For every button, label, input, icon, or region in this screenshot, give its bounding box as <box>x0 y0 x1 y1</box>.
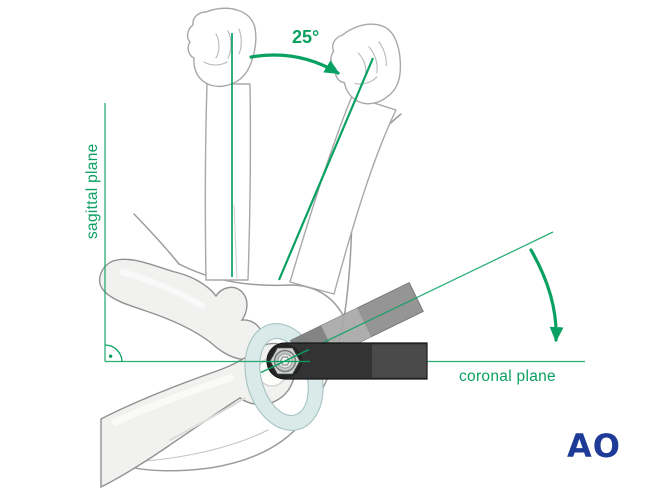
fist-vertical <box>186 7 257 88</box>
right-angle-marker-icon <box>104 344 123 363</box>
forearm-vertical <box>204 83 252 281</box>
fist-tilted-axis-line <box>277 57 375 281</box>
fist-tilted <box>322 16 413 113</box>
rotation-arrow-icon <box>529 248 564 342</box>
angle-label: 25° <box>292 27 320 47</box>
axis-lines-over-bolt <box>260 348 310 374</box>
annotations <box>231 33 564 342</box>
forearm-tilted <box>289 95 397 295</box>
ao-logo: AO <box>567 427 621 465</box>
instrument-axis-line <box>284 231 554 362</box>
neck-line <box>133 213 180 265</box>
instrument-handle-dark <box>266 342 428 380</box>
sagittal-plane-label: sagittal plane <box>84 143 101 239</box>
angle-arrow-icon <box>249 53 340 75</box>
coronal-plane-label: coronal plane <box>459 368 556 385</box>
